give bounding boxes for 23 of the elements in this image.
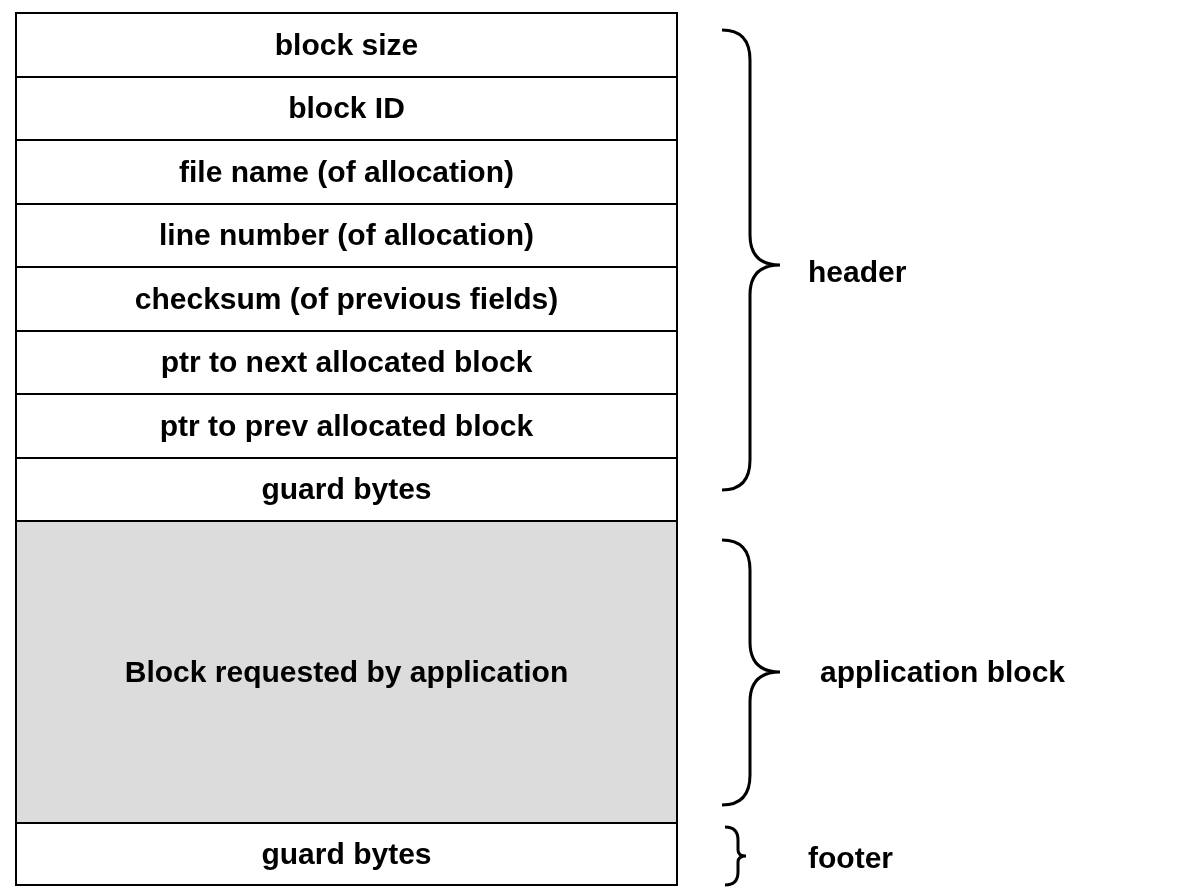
- field-row: [15, 139, 678, 205]
- application-block: [15, 520, 678, 824]
- field-row: [15, 393, 678, 459]
- field-row: [15, 75, 678, 141]
- section-label: header: [808, 255, 907, 289]
- field-row: [15, 12, 678, 78]
- field-label: block ID: [288, 91, 405, 126]
- field-row: [15, 329, 678, 395]
- section-label: application block: [820, 655, 1066, 689]
- section-label: footer: [808, 841, 893, 875]
- field-label: block size: [274, 27, 419, 62]
- field-label: ptr to prev allocated block: [159, 408, 534, 443]
- field-row: [15, 456, 678, 522]
- field-label: line number (of allocation): [159, 218, 534, 253]
- field-row: [15, 266, 678, 332]
- field-label: file name (of allocation): [178, 154, 514, 189]
- field-row: [15, 822, 678, 886]
- field-label: ptr to next allocated block: [160, 345, 533, 380]
- field-row: [15, 202, 678, 268]
- field-label: Block requested by application: [124, 655, 569, 689]
- field-label: checksum (of previous fields): [134, 281, 559, 316]
- field-label: guard bytes: [261, 472, 432, 507]
- field-label: guard bytes: [261, 837, 432, 871]
